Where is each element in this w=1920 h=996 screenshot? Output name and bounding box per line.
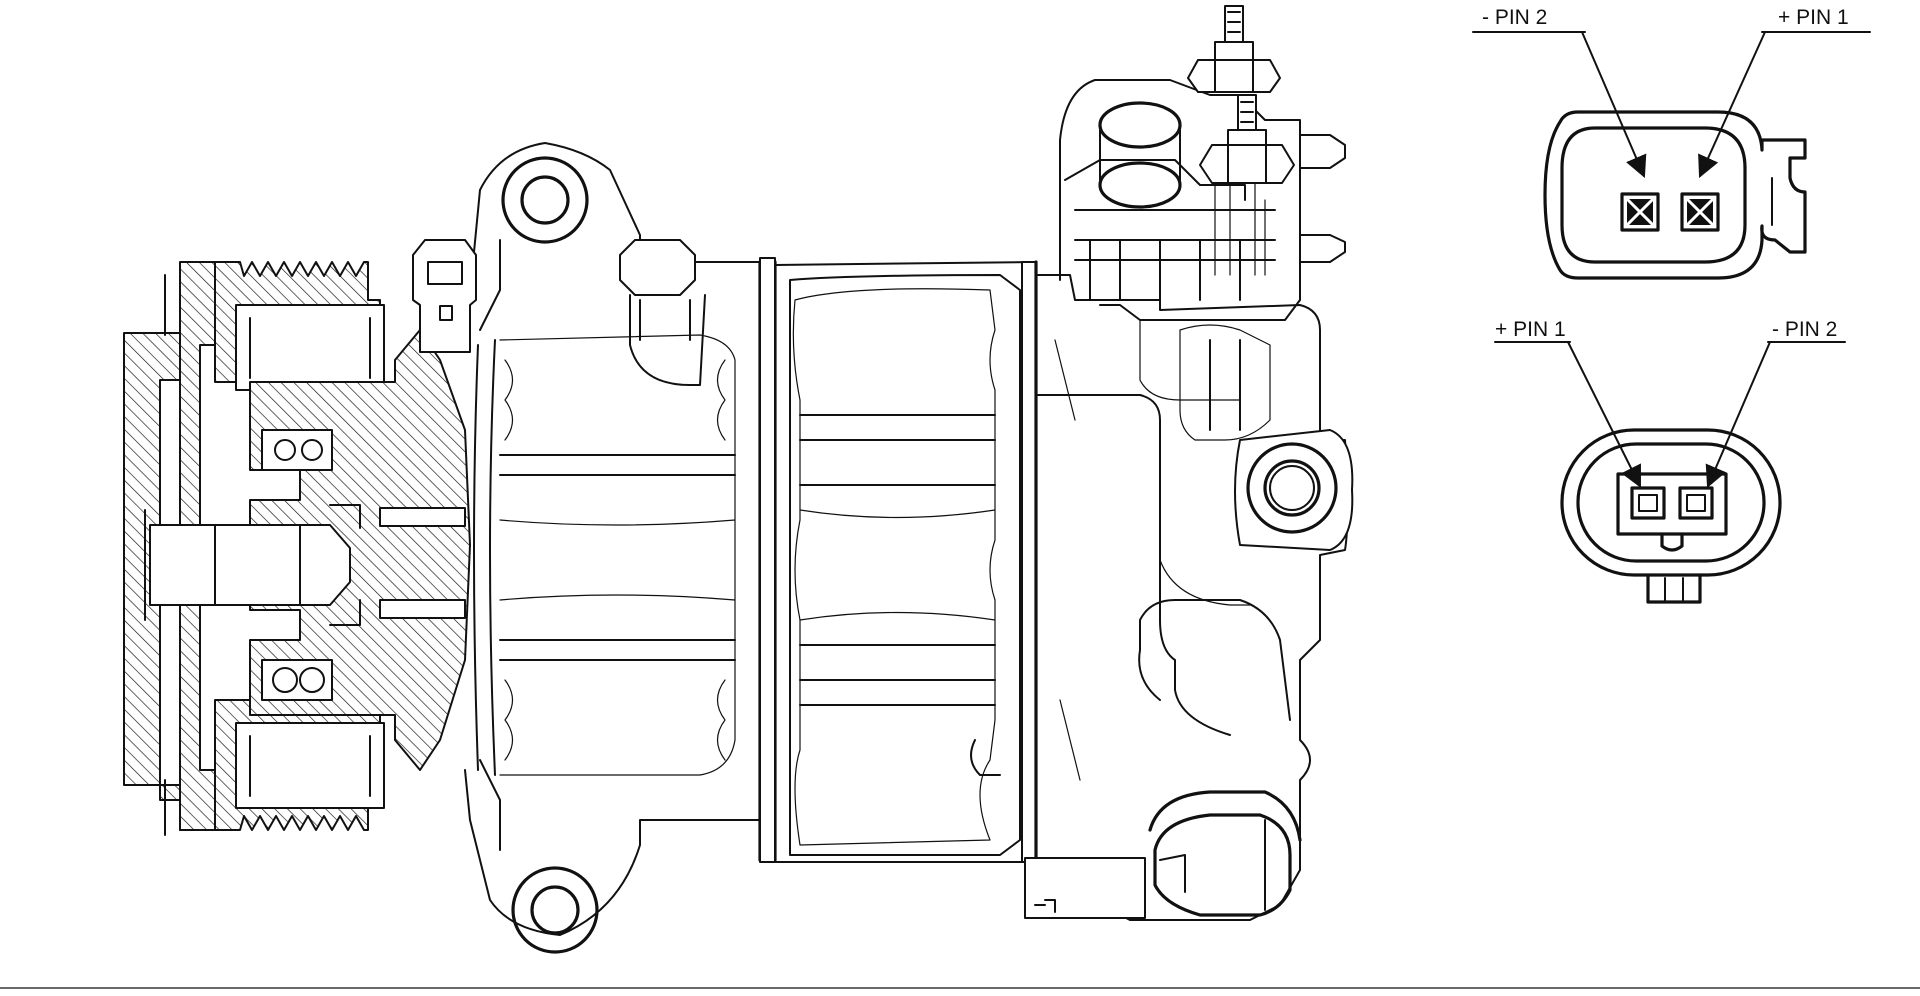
bottom-pin2-label: - PIN 2 bbox=[1772, 318, 1837, 341]
compressor-housing bbox=[412, 142, 1354, 954]
top-pin1-label: + PIN 1 bbox=[1778, 6, 1849, 29]
top-ports-assembly bbox=[1059, 5, 1346, 321]
connector-top bbox=[1472, 31, 1871, 280]
bottom-pin1-label: + PIN 1 bbox=[1495, 318, 1566, 341]
connector-bottom bbox=[1494, 341, 1846, 604]
clutch-pulley-section bbox=[123, 261, 471, 836]
top-pin2-label: - PIN 2 bbox=[1482, 6, 1547, 29]
